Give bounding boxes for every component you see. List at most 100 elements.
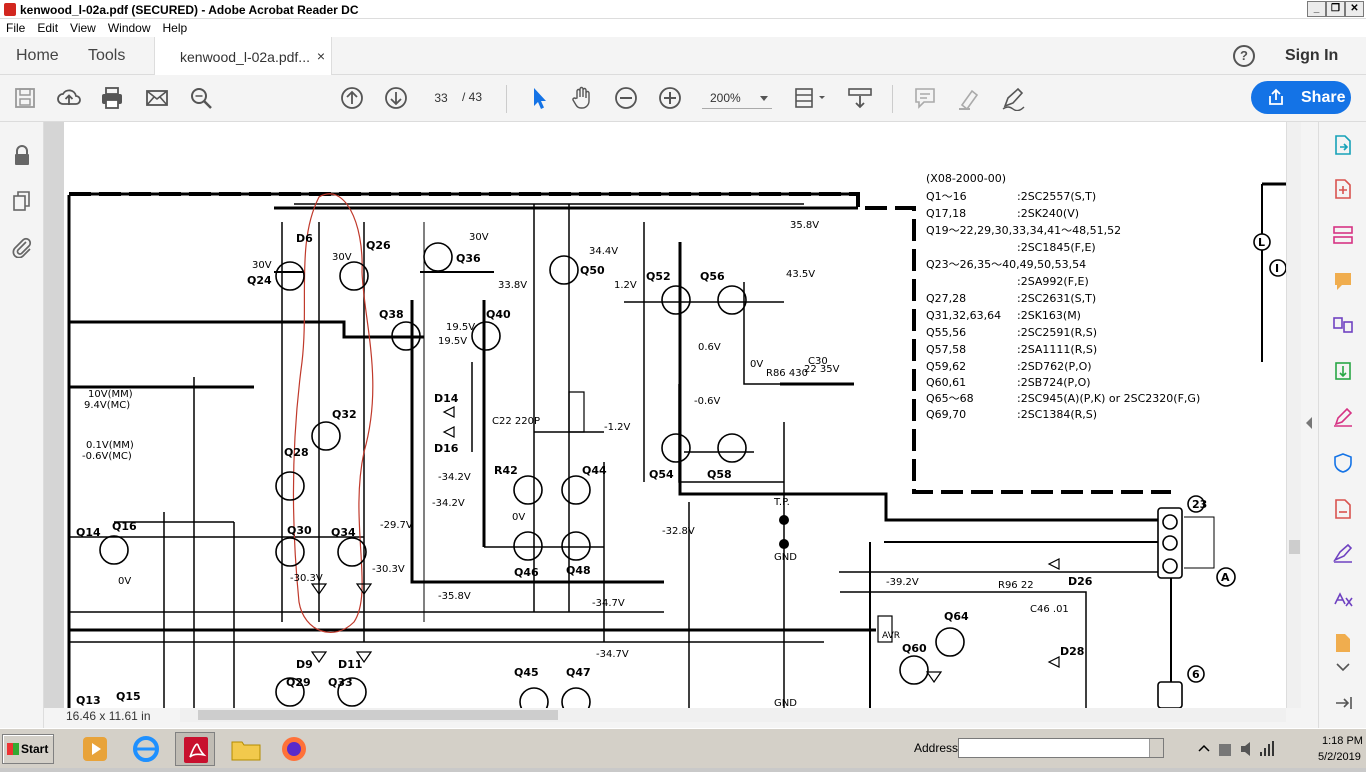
label-q54: Q54 <box>649 468 674 481</box>
label-q44: Q44 <box>582 464 607 477</box>
acrobat-taskbar-icon[interactable] <box>175 732 215 766</box>
sign-in-link[interactable]: Sign In <box>1285 47 1339 64</box>
print-icon[interactable] <box>99 85 125 111</box>
share-button[interactable]: Share <box>1251 81 1351 114</box>
right-tools-panel <box>1318 122 1366 728</box>
export-pdf-icon[interactable] <box>1332 134 1354 156</box>
zoom-in-icon[interactable] <box>657 85 683 111</box>
minimize-button[interactable]: _ <box>1307 1 1326 17</box>
more-tools-icon[interactable] <box>1332 632 1354 654</box>
pin-i: I <box>1275 262 1279 275</box>
address-input[interactable] <box>958 738 1164 758</box>
horizontal-scrollbar[interactable] <box>180 708 1286 722</box>
select-cursor-icon[interactable] <box>526 85 552 111</box>
email-icon[interactable] <box>144 85 170 111</box>
compress-pdf-icon[interactable] <box>1332 360 1354 382</box>
toolbar-divider <box>892 85 893 113</box>
signature-icon[interactable] <box>1332 542 1354 564</box>
connector-23: 23 <box>1192 498 1207 511</box>
table-ref: Q55,56 <box>926 326 966 339</box>
menu-help[interactable]: Help <box>162 21 188 35</box>
label-neg-30-3v: -30.3V <box>372 564 405 575</box>
menu-view[interactable]: View <box>70 21 96 35</box>
internet-explorer-icon[interactable] <box>126 732 166 766</box>
search-icon[interactable] <box>188 85 214 111</box>
organize-pages-icon[interactable] <box>1332 224 1354 246</box>
cloud-upload-icon[interactable] <box>56 85 82 111</box>
horizontal-scroll-thumb[interactable] <box>198 710 558 720</box>
connector-6: 6 <box>1192 668 1200 681</box>
menu-window[interactable]: Window <box>107 21 151 35</box>
close-window-button[interactable]: ✕ <box>1345 1 1364 17</box>
menu-file[interactable]: File <box>6 21 26 35</box>
windows-logo-icon <box>7 743 19 755</box>
clock-time[interactable]: 1:18 PM <box>1322 735 1363 747</box>
label-q14: Q14 <box>76 526 101 539</box>
next-page-icon[interactable] <box>383 85 409 111</box>
acrobat-app-icon <box>4 3 16 16</box>
comment-icon[interactable] <box>912 85 938 111</box>
sign-pen-icon[interactable] <box>1000 85 1026 112</box>
lock-icon[interactable] <box>11 144 33 166</box>
fill-sign-icon[interactable] <box>1332 406 1354 428</box>
save-icon[interactable] <box>12 85 38 111</box>
file-explorer-icon[interactable] <box>226 732 266 766</box>
restore-button[interactable]: ❐ <box>1326 1 1345 17</box>
label-q52: Q52 <box>646 270 671 283</box>
previous-page-icon[interactable] <box>339 85 365 111</box>
label-r86: R86 430 <box>766 368 808 379</box>
label-neg-32-8v: -32.8V <box>662 526 695 537</box>
start-button[interactable]: Start <box>2 734 54 764</box>
vertical-scroll-thumb[interactable] <box>1289 540 1300 554</box>
help-icon[interactable]: ? <box>1233 45 1255 67</box>
comment-tool-icon[interactable] <box>1332 270 1354 292</box>
tab-tools[interactable]: Tools <box>88 47 126 64</box>
scroll-mode-icon[interactable] <box>847 85 873 111</box>
page-thumbnails-icon[interactable] <box>11 190 33 212</box>
page-total: / 43 <box>462 90 483 104</box>
page-display-icon[interactable] <box>793 85 829 111</box>
table-part: :2SC2557(S,T) <box>1017 190 1096 203</box>
table-part: :2SC1384(R,S) <box>1017 408 1097 421</box>
expand-panel-icon[interactable] <box>1332 692 1354 714</box>
vertical-scrollbar[interactable] <box>1286 122 1301 708</box>
window-title: kenwood_l-02a.pdf (SECURED) - Adobe Acro… <box>20 3 359 17</box>
label-0v: 0V <box>118 576 131 587</box>
label-r96: R96 22 <box>998 580 1034 591</box>
create-pdf-icon[interactable] <box>1332 178 1354 200</box>
label-neg-34-7v: -34.7V <box>592 598 625 609</box>
table-ref: Q1～16 <box>926 190 967 203</box>
label-q56: Q56 <box>700 270 725 283</box>
protect-shield-icon[interactable] <box>1332 452 1354 474</box>
zoom-level-select[interactable]: 200% <box>702 87 772 109</box>
label-gnd: GND <box>774 698 797 708</box>
close-tab-icon[interactable]: × <box>316 48 325 64</box>
label-q29: Q29 <box>286 676 311 689</box>
table-ref: Q57,58 <box>926 343 966 356</box>
label-neg-29-7v: -29.7V <box>380 520 413 531</box>
table-part: :2SK240(V) <box>1017 207 1079 220</box>
media-player-icon[interactable] <box>75 732 115 766</box>
attachment-icon[interactable] <box>11 236 33 259</box>
certificate-icon[interactable] <box>1332 588 1354 610</box>
firefox-icon[interactable] <box>274 732 314 766</box>
chevron-down-icon[interactable] <box>1149 739 1163 757</box>
label-c22: C22 220P <box>492 416 540 427</box>
send-for-review-icon[interactable] <box>1332 498 1354 520</box>
combine-files-icon[interactable] <box>1332 314 1354 336</box>
hand-tool-icon[interactable] <box>569 85 595 111</box>
table-ref: Q69,70 <box>926 408 966 421</box>
tab-document[interactable]: kenwood_l-02a.pdf... × <box>154 37 332 75</box>
menu-edit[interactable]: Edit <box>37 21 59 35</box>
label-30v: 30V <box>469 232 489 243</box>
label-c30: C30 <box>808 356 828 367</box>
chevron-down-icon[interactable] <box>1332 656 1354 678</box>
page-number-input[interactable]: 33 <box>426 87 456 109</box>
collapse-right-panel-icon[interactable] <box>1306 417 1312 429</box>
share-icon <box>1269 88 1283 105</box>
zoom-out-icon[interactable] <box>613 85 639 111</box>
highlight-icon[interactable] <box>956 85 982 111</box>
tab-home[interactable]: Home <box>16 47 59 64</box>
label-neg-39-2v: -39.2V <box>886 577 919 588</box>
clock-date[interactable]: 5/2/2019 <box>1318 751 1361 763</box>
